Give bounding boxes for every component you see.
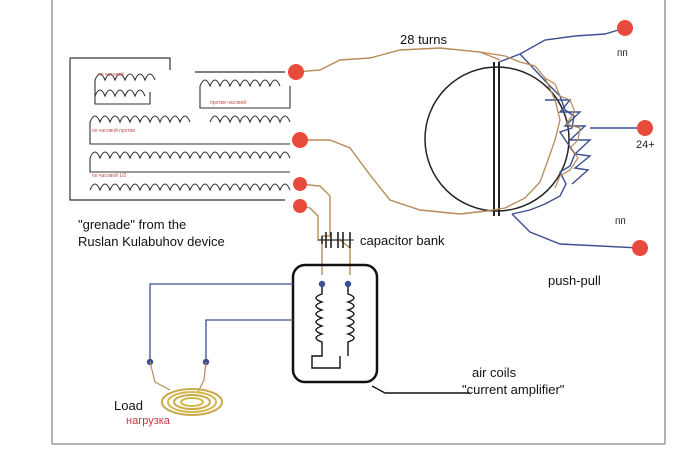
label-grenade-1: "grenade" from the bbox=[78, 217, 186, 232]
terminal-pp-bottom bbox=[632, 240, 648, 256]
coil-note: по часовой bbox=[98, 71, 124, 78]
wire-mid-to-toroid bbox=[300, 139, 496, 215]
terminal-4 bbox=[293, 199, 307, 213]
air-coils-block bbox=[291, 263, 470, 394]
label-28-turns: 28 turns bbox=[400, 32, 447, 47]
coil-note: по часовой 1/2 bbox=[92, 172, 126, 179]
label-24plus: 24+ bbox=[636, 139, 655, 151]
label-push-pull: push-pull bbox=[548, 273, 601, 288]
toroid-transformer bbox=[424, 27, 641, 249]
terminal-24plus bbox=[637, 120, 653, 136]
load-wiring bbox=[146, 283, 293, 393]
label-pp-bottom: пп bbox=[615, 216, 626, 227]
coil-note: по часовой против bbox=[92, 127, 135, 134]
label-air-coils-1: air coils bbox=[472, 365, 517, 380]
label-grenade-2: Ruslan Kulabuhov device bbox=[78, 234, 225, 249]
load-coil bbox=[161, 388, 223, 416]
terminal-3 bbox=[293, 177, 307, 191]
terminal-1 bbox=[288, 64, 304, 80]
wire-cap-top bbox=[299, 183, 331, 275]
label-load-ru: нагрузка bbox=[126, 415, 171, 427]
grenade-coil-block: по часовой против часовой по часовой про… bbox=[69, 57, 291, 201]
wire-top-to-toroid bbox=[295, 47, 501, 73]
label-air-coils-2: "current amplifier" bbox=[462, 382, 565, 397]
capacitor-bank bbox=[318, 232, 354, 248]
label-pp-top: пп bbox=[617, 48, 628, 59]
label-load: Load bbox=[114, 398, 143, 413]
coil-winding bbox=[94, 73, 156, 82]
terminal-2 bbox=[292, 132, 308, 148]
label-capacitor-bank: capacitor bank bbox=[360, 233, 445, 248]
coil-note: против часовой bbox=[210, 99, 246, 106]
terminal-pp-top bbox=[617, 20, 633, 36]
